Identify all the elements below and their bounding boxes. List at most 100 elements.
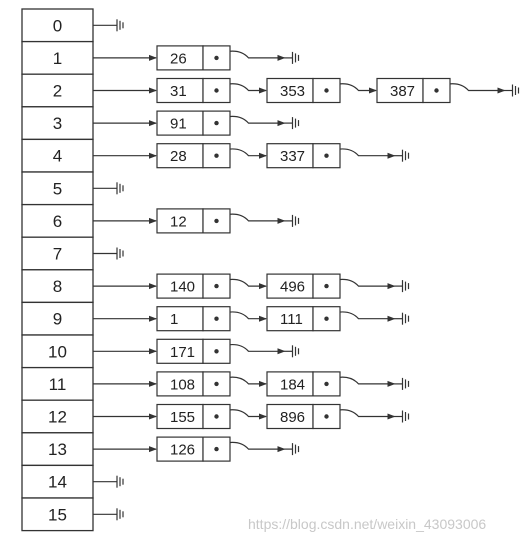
bucket-label: 15 (48, 505, 67, 524)
bucket-label: 13 (48, 440, 67, 459)
null-ground-icon (401, 312, 410, 325)
bucket-cell-0: 0 (21, 8, 94, 43)
node-value: 337 (280, 148, 305, 165)
node-value: 111 (280, 311, 303, 328)
null-ground-icon (116, 247, 124, 260)
null-ground-icon (291, 117, 300, 130)
node-value: 12 (170, 213, 187, 230)
bucket-label: 8 (53, 277, 62, 296)
bucket-label: 10 (48, 342, 67, 361)
bucket-cell-6: 6 (21, 203, 94, 238)
list-node-353: 353 (266, 77, 341, 104)
pointer-dot (324, 381, 329, 387)
list-node-171: 171 (156, 338, 231, 364)
bucket-cell-10: 10 (21, 334, 94, 369)
bucket-cell-2: 2 (21, 73, 94, 108)
bucket-cell-5: 5 (21, 171, 94, 206)
bucket-cell-3: 3 (21, 106, 94, 141)
node-value: 91 (170, 116, 187, 133)
list-node-31: 31 (156, 77, 231, 104)
bucket-cell-9: 9 (21, 301, 94, 336)
null-ground-icon (401, 280, 410, 293)
node-value: 896 (280, 409, 305, 426)
list-node-896: 896 (266, 403, 341, 430)
bucket-label: 6 (53, 212, 62, 231)
pointer-dot (214, 218, 219, 224)
pointer-dot (324, 414, 329, 419)
node-value: 496 (280, 279, 305, 296)
pointer-dot (214, 120, 219, 126)
bucket-cell-13: 13 (21, 432, 94, 467)
bucket-cell-1: 1 (21, 40, 94, 75)
null-ground-icon (401, 377, 410, 390)
null-ground-icon (401, 410, 410, 423)
bucket-cell-11: 11 (21, 366, 94, 401)
list-node-28: 28 (156, 143, 231, 169)
list-node-155: 155 (156, 403, 231, 430)
pointer-dot (324, 153, 329, 158)
list-node-26: 26 (156, 45, 231, 71)
null-ground-icon (291, 51, 300, 64)
bucket-cell-8: 8 (21, 269, 94, 304)
bucket-label: 4 (53, 147, 62, 166)
pointer-dot (214, 153, 219, 158)
list-node-337: 337 (266, 143, 341, 169)
list-node-496: 496 (266, 273, 341, 299)
pointer-dot (324, 88, 329, 93)
null-ground-icon (116, 19, 124, 32)
bucket-label: 1 (53, 49, 62, 68)
pointer-dot (434, 88, 439, 93)
node-value: 108 (170, 376, 195, 393)
list-node-1: 1 (156, 306, 231, 332)
bucket-label: 11 (49, 375, 67, 394)
list-node-184: 184 (266, 371, 341, 397)
bucket-label: 14 (48, 473, 67, 492)
node-value: 28 (170, 148, 187, 165)
node-value: 184 (280, 376, 305, 393)
bucket-label: 5 (53, 179, 62, 198)
list-node-12: 12 (156, 208, 231, 234)
null-ground-icon (116, 475, 124, 488)
pointer-dot (214, 349, 219, 354)
pointer-dot (214, 414, 219, 419)
null-ground-icon (511, 84, 520, 97)
list-node-387: 387 (376, 77, 451, 104)
pointer-dot (324, 316, 329, 321)
list-node-140: 140 (156, 273, 231, 299)
null-ground-icon (291, 443, 300, 456)
null-ground-icon (116, 508, 124, 521)
bucket-label: 2 (53, 82, 62, 101)
list-node-111: 111 (266, 306, 341, 332)
node-value: 387 (390, 83, 415, 100)
list-node-108: 108 (156, 371, 231, 397)
list-node-91: 91 (156, 110, 231, 136)
pointer-dot (214, 55, 219, 61)
bucket-label: 3 (53, 114, 62, 133)
null-ground-icon (401, 149, 410, 162)
null-ground-icon (116, 182, 124, 195)
watermark-text: https://blog.csdn.net/weixin_43093006 (248, 516, 487, 532)
node-value: 26 (170, 50, 187, 67)
node-value: 353 (280, 83, 305, 100)
pointer-dot (214, 283, 219, 289)
pointer-dot (214, 446, 219, 452)
null-ground-icon (291, 345, 300, 358)
bucket-label: 9 (53, 310, 62, 329)
bucket-label: 0 (53, 16, 62, 35)
node-value: 140 (170, 279, 195, 296)
bucket-cell-7: 7 (21, 236, 94, 271)
node-value: 155 (170, 409, 195, 426)
pointer-dot (214, 316, 219, 321)
bucket-cell-4: 4 (21, 138, 94, 173)
pointer-dot (324, 283, 329, 289)
bucket-cell-14: 14 (21, 464, 94, 499)
node-value: 31 (170, 83, 187, 100)
bucket-label: 7 (53, 245, 62, 264)
node-value: 126 (170, 442, 195, 459)
node-value: 1 (170, 311, 178, 328)
null-ground-icon (291, 214, 300, 227)
pointer-dot (214, 88, 219, 93)
